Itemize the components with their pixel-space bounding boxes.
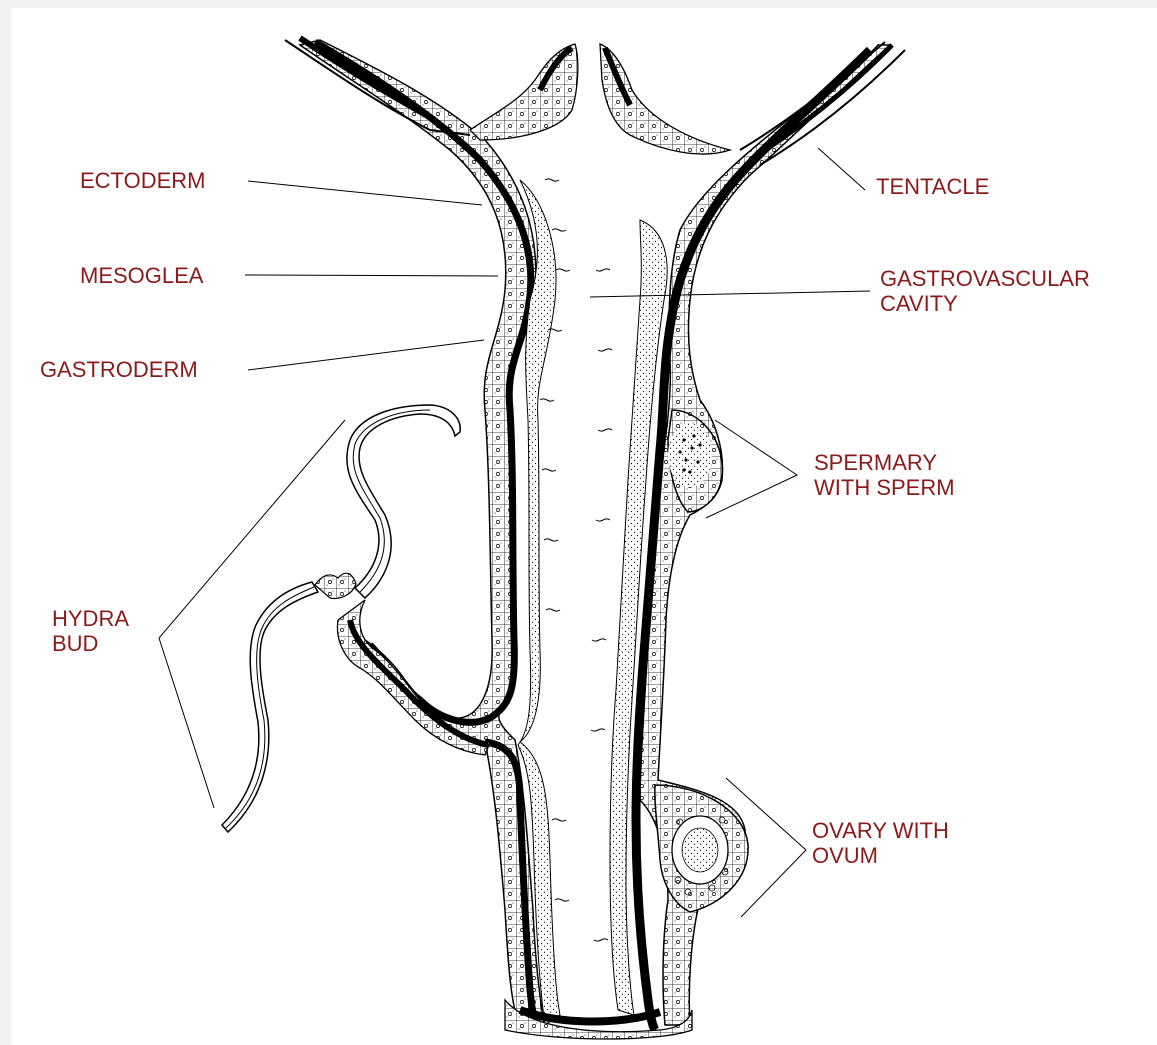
leader-gastrovascular bbox=[590, 291, 870, 297]
label-ectoderm: ECTODERM bbox=[80, 168, 206, 193]
label-spermary-with-sperm: SPERMARY WITH SPERM bbox=[814, 450, 955, 500]
body-wall-right bbox=[610, 45, 890, 1030]
body-wall-left bbox=[300, 40, 560, 1030]
hydra-bud bbox=[222, 405, 490, 832]
label-gastrovascular-cavity: GASTROVASCULAR CAVITY bbox=[880, 266, 1090, 316]
label-hydra-bud: HYDRA BUD bbox=[52, 606, 129, 656]
label-mesoglea: MESOGLEA bbox=[80, 263, 203, 288]
leader-mesoglea bbox=[245, 275, 498, 276]
tentacles bbox=[285, 38, 905, 165]
label-gastroderm: GASTRODERM bbox=[40, 357, 198, 382]
label-ovary-with-ovum: OVARY WITH OVUM bbox=[812, 818, 949, 868]
bud-tentacle-up bbox=[347, 405, 460, 598]
hypostome bbox=[470, 44, 730, 154]
ectoderm-left-band bbox=[300, 40, 545, 1030]
leader-ectoderm bbox=[248, 181, 482, 205]
leader-gastroderm bbox=[248, 340, 484, 370]
leader-tentacle bbox=[818, 148, 865, 190]
label-tentacle: TENTACLE bbox=[876, 174, 989, 199]
bud-tentacle-down bbox=[222, 582, 318, 832]
hypostome-right bbox=[600, 44, 730, 154]
leader-hydra-bud bbox=[159, 420, 345, 808]
